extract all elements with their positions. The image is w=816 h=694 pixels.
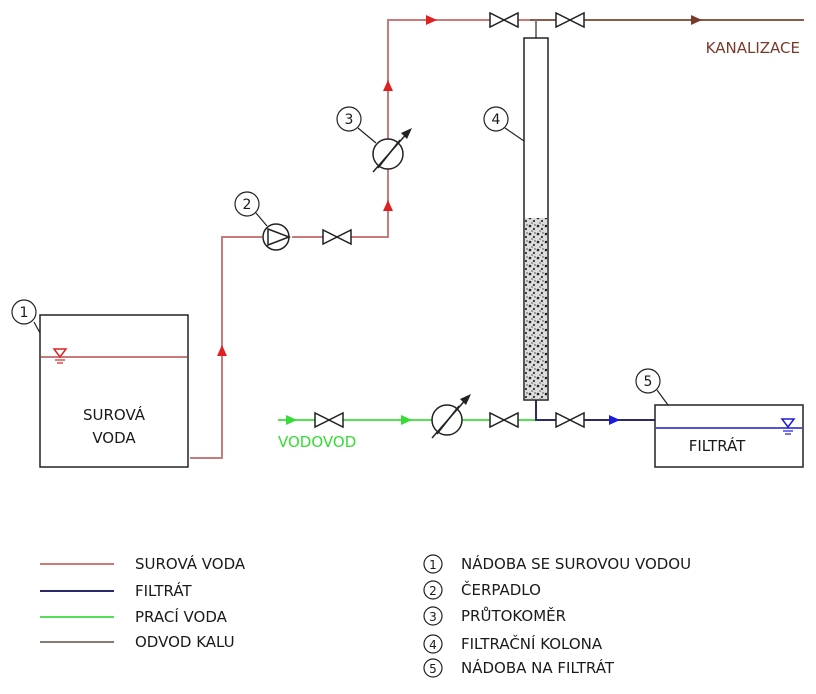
callout-1: 1 (11, 299, 41, 334)
valve (322, 228, 352, 246)
legend-label: ODVOD KALU (135, 633, 235, 651)
svg-text:FILTRAČNÍ KOLONA: FILTRAČNÍ KOLONA (461, 634, 603, 653)
valve (314, 411, 344, 429)
water-level-icon (52, 348, 68, 364)
filtrate-pipe (535, 400, 655, 421)
filtrate-flow-arrow (609, 415, 620, 425)
svg-text:PRŮTOKOMĚR: PRŮTOKOMĚR (461, 606, 566, 625)
svg-text:4: 4 (492, 112, 501, 128)
legend-item: 4 FILTRAČNÍ KOLONA (423, 634, 603, 654)
svg-text:5: 5 (644, 374, 653, 390)
legend-label: FILTRÁT (135, 581, 192, 600)
raw-water-pipe (190, 236, 262, 459)
svg-text:NÁDOBA SE SUROVOU VODOU: NÁDOBA SE SUROVOU VODOU (461, 554, 691, 573)
valve (555, 411, 585, 429)
wash-flow-arrow (286, 415, 297, 425)
sludge-flow-arrow (691, 15, 702, 25)
filter-media (525, 218, 547, 399)
legend-item: 1 NÁDOBA SE SUROVOU VODOU (423, 554, 691, 574)
legend-item: 3 PRŮTOKOMĚR (423, 606, 566, 626)
legend-label: PRACÍ VODA (135, 607, 228, 626)
raw-flow-arrow (383, 200, 393, 211)
callout-2: 2 (234, 191, 268, 227)
callout-5: 5 (635, 368, 669, 406)
svg-text:1: 1 (20, 305, 29, 321)
flowmeter-symbol (431, 394, 471, 439)
svg-text:2: 2 (243, 197, 252, 213)
svg-text:5: 5 (429, 662, 437, 676)
legend-lines: SUROVÁ VODA FILTRÁT PRACÍ VODA ODVOD KAL… (40, 554, 246, 651)
legend-item: 5 NÁDOBA NA FILTRÁT (423, 658, 615, 678)
svg-text:1: 1 (429, 558, 437, 572)
svg-text:2: 2 (429, 584, 437, 598)
svg-text:3: 3 (345, 112, 354, 128)
raw-water-tank (39, 314, 189, 468)
tank1-label-line2: VODA (92, 429, 136, 447)
valve (555, 11, 585, 29)
filtrate-tank (654, 404, 804, 468)
tank5-label: FILTRÁT (689, 436, 746, 455)
legend-label: SUROVÁ VODA (135, 554, 246, 573)
raw-flow-arrow (426, 15, 437, 25)
svg-text:ČERPADLO: ČERPADLO (461, 580, 541, 599)
callout-4: 4 (483, 106, 525, 142)
legend-item: 2 ČERPADLO (423, 580, 541, 600)
tank1-label-line1: SUROVÁ (83, 405, 146, 424)
svg-text:3: 3 (429, 610, 437, 624)
pump-symbol (262, 223, 292, 251)
legend-items: 1 NÁDOBA SE SUROVOU VODOU 2 ČERPADLO 3 P… (423, 554, 691, 678)
raw-flow-arrow (383, 80, 393, 91)
vodovod-label: VODOVOD (278, 433, 356, 451)
raw-flow-arrow (217, 345, 227, 356)
wash-flow-arrow (401, 415, 412, 425)
valve (489, 411, 519, 429)
svg-text:NÁDOBA NA FILTRÁT: NÁDOBA NA FILTRÁT (461, 658, 615, 677)
filtrate-level-icon (780, 418, 796, 435)
flowmeter-symbol (372, 128, 412, 173)
valve (489, 11, 519, 29)
callout-3: 3 (336, 106, 377, 144)
kanalizace-label: KANALIZACE (706, 39, 800, 57)
svg-text:4: 4 (429, 638, 437, 652)
